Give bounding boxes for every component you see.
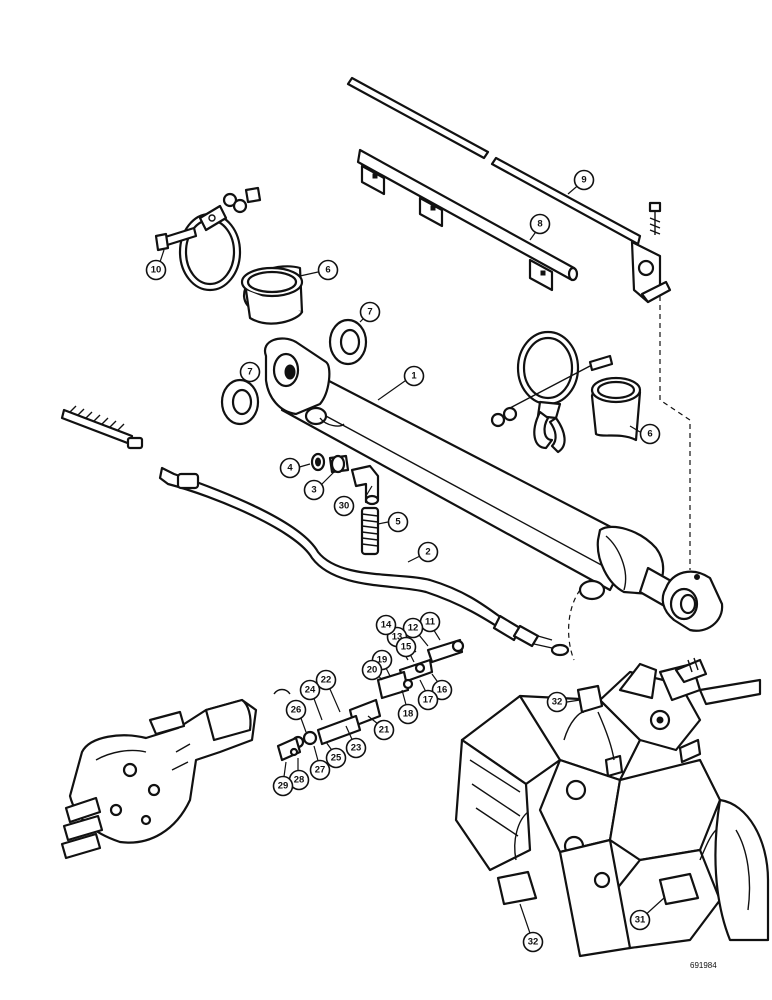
svg-text:19: 19 [377, 655, 388, 666]
reference-code: 691984 [690, 961, 717, 970]
callout-3: 3 [303, 479, 325, 501]
svg-text:12: 12 [408, 623, 419, 634]
fitting-spring [360, 506, 380, 556]
svg-text:5: 5 [395, 517, 401, 528]
svg-text:30: 30 [339, 501, 350, 512]
svg-text:22: 22 [321, 675, 332, 686]
bolt-top-right [648, 201, 662, 235]
svg-text:25: 25 [331, 753, 342, 764]
svg-text:11: 11 [425, 617, 436, 628]
svg-text:3: 3 [311, 485, 316, 496]
callout-22: 22 [315, 669, 337, 691]
callout-32-lower: 32 [522, 931, 544, 953]
svg-text:8: 8 [537, 219, 542, 230]
svg-text:31: 31 [635, 915, 646, 926]
svg-text:10: 10 [151, 265, 162, 276]
control-cable [60, 405, 570, 657]
callout-15: 15 [395, 636, 417, 658]
callout-23: 23 [345, 737, 367, 759]
svg-text:15: 15 [401, 642, 412, 653]
svg-text:29: 29 [278, 781, 289, 792]
callout-9: 9 [573, 169, 595, 191]
rod-assembly [346, 76, 672, 304]
wear-pad-lower-right [658, 872, 700, 906]
callout-31: 31 [629, 909, 651, 931]
svg-text:1: 1 [411, 371, 417, 382]
callout-27: 27 [309, 759, 331, 781]
svg-text:6: 6 [647, 429, 652, 440]
washer-upper [328, 318, 368, 366]
svg-text:28: 28 [294, 775, 305, 786]
loader-frame [454, 657, 770, 958]
callout-7-lower: 7 [239, 361, 261, 383]
svg-text:20: 20 [367, 665, 378, 676]
callout-5: 5 [387, 511, 409, 533]
svg-text:18: 18 [403, 709, 414, 720]
callout-7-upper: 7 [359, 301, 381, 323]
callout-29: 29 [272, 775, 294, 797]
callout-10: 10 [145, 259, 167, 281]
callout-6-right: 6 [639, 423, 661, 445]
clamp-left [154, 186, 262, 292]
callout-28: 28 [288, 769, 310, 791]
sleeve-right [590, 376, 642, 442]
svg-text:27: 27 [315, 765, 326, 776]
svg-text:7: 7 [367, 307, 372, 318]
svg-text:23: 23 [351, 743, 362, 754]
svg-text:9: 9 [581, 175, 586, 186]
callout-11: 11 [419, 611, 441, 633]
callout-6-top: 6 [317, 259, 339, 281]
svg-text:32: 32 [528, 937, 539, 948]
callout-8: 8 [529, 213, 551, 235]
callout-2: 2 [417, 541, 439, 563]
svg-text:32: 32 [552, 697, 563, 708]
svg-text:4: 4 [287, 463, 293, 474]
svg-text:17: 17 [423, 695, 434, 706]
svg-text:14: 14 [381, 620, 392, 631]
callout-24: 24 [299, 679, 321, 701]
callout-30: 30 [333, 495, 355, 517]
sleeve-top [240, 265, 304, 325]
fitting-o-ring [310, 452, 326, 472]
callout-17: 17 [417, 689, 439, 711]
fitting-adapter [328, 454, 350, 474]
washer-lower [220, 378, 260, 426]
svg-text:26: 26 [291, 705, 302, 716]
callout-32-upper: 32 [546, 691, 568, 713]
svg-text:13: 13 [392, 632, 403, 643]
callout-14: 14 [375, 614, 397, 636]
svg-text:2: 2 [425, 547, 430, 558]
wear-pad-lower-left [496, 870, 538, 906]
callout-26: 26 [285, 699, 307, 721]
wear-pad-upper [576, 684, 604, 714]
svg-text:24: 24 [305, 685, 316, 696]
callout-4: 4 [279, 457, 301, 479]
clamp-right [490, 330, 614, 454]
svg-text:16: 16 [437, 685, 448, 696]
svg-text:7: 7 [247, 367, 252, 378]
control-valve-body [60, 698, 258, 860]
valve-spool-assembly [273, 638, 465, 762]
callout-16: 16 [431, 679, 453, 701]
callout-12: 12 [402, 617, 424, 639]
hydraulic-cylinder [263, 337, 724, 632]
svg-text:21: 21 [379, 725, 390, 736]
callout-20: 20 [361, 659, 383, 681]
callout-1: 1 [403, 365, 425, 387]
callout-21: 21 [373, 719, 395, 741]
callout-25: 25 [325, 747, 347, 769]
callout-18: 18 [397, 703, 419, 725]
fitting-elbow [350, 464, 380, 506]
svg-text:6: 6 [325, 265, 330, 276]
bar-assembly [356, 148, 579, 292]
